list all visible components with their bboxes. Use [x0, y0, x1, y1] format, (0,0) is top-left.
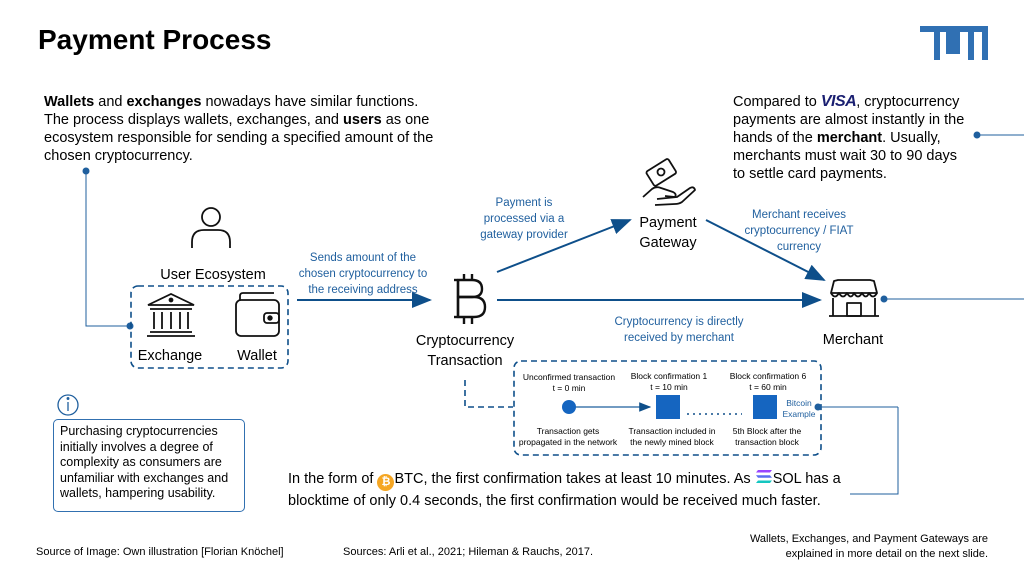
intro-part: users: [343, 112, 382, 128]
wallet-icon: [235, 292, 280, 337]
gateway-label-line: Gateway: [639, 235, 697, 251]
visa-note-prefix: Compared to: [733, 94, 821, 110]
arrow-to-gateway: [496, 219, 632, 273]
step-unconfirmed-bottom: Transaction gets propagated in the netwo…: [512, 426, 624, 448]
visa-note: Compared to VISA, cryptocurrency payment…: [733, 93, 973, 183]
step-unconfirmed-top: Unconfirmed transaction t = 0 min: [516, 372, 622, 394]
intro-part: and: [94, 94, 127, 110]
footer-sources: Sources: Arli et al., 2021; Hileman & Ra…: [343, 546, 594, 558]
visa-note-mid: , cryptocurrency payments are almost ins…: [733, 94, 965, 146]
exchange-icon: [147, 293, 195, 337]
step-text: propagated in the network: [518, 437, 618, 447]
visa-note-suffix: . Usually, merchants must wait 30 to 90 …: [733, 130, 958, 182]
arrow-to-merchant: [705, 219, 826, 281]
payment-gateway-icon: [642, 158, 696, 206]
step-text: 5th Block after the: [732, 426, 802, 436]
bitcoin-coin-icon: ₿: [377, 474, 395, 491]
sol-label: SOL: [772, 471, 802, 487]
gateway-label-line: Payment: [639, 215, 697, 231]
block-6-marker: [753, 395, 777, 419]
sends-edge-label: Sends amount of the chosen cryptocurrenc…: [298, 252, 428, 296]
connector-dot: [126, 322, 134, 330]
visa-logo: VISA: [820, 93, 857, 110]
ecosystem-box: [130, 285, 289, 369]
step-text: Transaction included in: [628, 426, 716, 436]
connector-dot: [880, 295, 888, 303]
connector-dot: [814, 403, 822, 411]
step-text: t = 10 min: [650, 382, 688, 392]
confirmation-part: has a blocktime of only 0.4 seconds, the…: [288, 471, 841, 509]
step-text: Block confirmation 1: [630, 371, 708, 381]
intro-part: as one ecosystem responsible for sending…: [44, 112, 434, 164]
crypto-tx-label-line: Cryptocurrency: [415, 333, 515, 349]
crypto-tx-label-line: Transaction: [427, 353, 503, 369]
step-text: Block confirmation 6: [729, 371, 807, 381]
merchant-label: Merchant: [822, 332, 884, 348]
connector-line: [850, 407, 899, 495]
exchange-label: Exchange: [137, 348, 203, 364]
bitcoin-example-tag: Bitcoin Example: [782, 398, 816, 419]
user-ecosystem-label: User Ecosystem: [160, 267, 266, 283]
user-icon: [191, 207, 231, 248]
merchant-receives-edge-label: Merchant receives cryptocurrency / FIAT …: [744, 209, 854, 253]
info-box: Purchasing cryptocurrencies initially in…: [53, 419, 245, 512]
info-icon: [57, 394, 79, 416]
intro-part: exchanges: [126, 94, 202, 110]
step-text: transaction block: [735, 437, 799, 447]
intro-text: Wallets and exchanges nowadays have simi…: [44, 93, 439, 165]
step-block6-bottom: 5th Block after the transaction block: [722, 426, 812, 448]
step-text: the newly mined block: [630, 437, 714, 447]
btc-label: BTC: [394, 471, 424, 487]
direct-edge-label: Cryptocurrency is directly received by m…: [614, 316, 744, 344]
bitcoin-example-link: [464, 380, 513, 408]
step-text: Unconfirmed transaction: [522, 372, 616, 382]
connector-line: [85, 171, 130, 327]
processed-edge-label: Payment is processed via a gateway provi…: [480, 197, 568, 241]
page-title: Payment Process: [38, 24, 272, 55]
tum-logo: [920, 26, 988, 60]
bitcoin-icon: [454, 274, 487, 324]
step-block6-top: Block confirmation 6 t = 60 min: [715, 371, 821, 393]
connector-dot: [973, 131, 981, 139]
footer-image-source: Source of Image: Own illustration [Flori…: [36, 546, 284, 558]
crypto-tx-label: Cryptocurrency Transaction: [400, 331, 530, 371]
intro-part: nowadays have similar functions. The pro…: [44, 94, 419, 128]
merchant-icon: [829, 279, 879, 317]
step-block1-bottom: Transaction included in the newly mined …: [616, 426, 728, 448]
confirmation-part: , the first confirmation takes at least …: [423, 471, 755, 487]
unconfirmed-tx-marker: [562, 400, 576, 414]
step-text: Transaction gets: [536, 426, 600, 436]
step-block1-top: Block confirmation 1 t = 10 min: [616, 371, 722, 393]
gateway-label: Payment Gateway: [623, 213, 713, 253]
wallet-label: Wallet: [237, 348, 277, 364]
confirmation-part: In the form of: [288, 471, 378, 487]
footer-next-slide: Wallets, Exchanges, and Payment Gateways…: [749, 533, 988, 560]
step-text: t = 60 min: [749, 382, 787, 392]
intro-part: Wallets: [44, 94, 95, 110]
block-1-marker: [656, 395, 680, 419]
solana-icon: [755, 470, 772, 483]
confirmation-text: In the form of ₿BTC, the first confirmat…: [288, 469, 848, 512]
step-text: t = 0 min: [552, 383, 586, 393]
visa-note-bold: merchant: [816, 130, 883, 146]
